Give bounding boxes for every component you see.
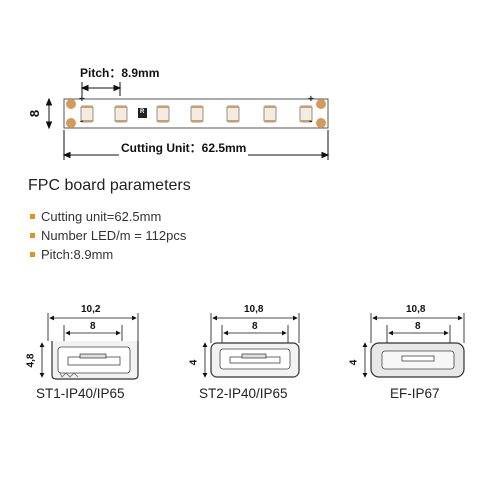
cutting-unit-label: Cutting Unit：62.5mm [119, 139, 249, 156]
led-chip [190, 105, 204, 123]
bullet-icon [30, 233, 35, 238]
profile1-outer-label: 10,2 [81, 304, 101, 315]
profile-st1 [39, 313, 139, 380]
minus-sign-right: - [309, 116, 313, 127]
pitch-dimension [80, 82, 122, 96]
width-dimension [45, 97, 53, 130]
led-chip [156, 105, 170, 123]
profile3-inner-label: 8 [415, 321, 421, 332]
resistor [138, 108, 147, 118]
profile2-inner-label: 8 [252, 321, 258, 332]
plus-sign: + [79, 94, 85, 105]
param-item: Number LED/m = 112pcs [30, 228, 186, 243]
bullet-icon [30, 214, 35, 219]
pitch-label: Pitch：8.9mm [80, 66, 160, 80]
param-text: Cutting unit=62.5mm [41, 209, 162, 224]
minus-sign: - [80, 116, 84, 127]
profile2-height-label: 4 [188, 359, 200, 366]
width-label: 8 [27, 109, 43, 118]
profile-diagrams [39, 313, 465, 380]
param-item: Cutting unit=62.5mm [30, 209, 161, 224]
profile3-height-label: 4 [348, 359, 360, 366]
led-strip-diagram [45, 82, 330, 160]
led-chip [114, 105, 128, 123]
profile1-inner-label: 8 [90, 321, 96, 332]
profile2-outer-label: 10,8 [244, 304, 264, 315]
resistor-label: R [140, 109, 145, 115]
profile-st2 [202, 313, 300, 378]
solder-pads [66, 99, 326, 128]
param-text: Pitch:8.9mm [41, 247, 114, 262]
profile3-caption: EF-IP67 [390, 386, 440, 401]
profile2-caption: ST2-IP40/IP65 [199, 386, 288, 401]
profile1-caption: ST1-IP40/IP65 [36, 386, 125, 401]
plus-sign-right: + [308, 94, 314, 105]
profile3-outer-label: 10,8 [406, 304, 426, 315]
led-chip [263, 105, 277, 123]
profile-ef [362, 313, 465, 378]
profile1-height-label: 4,8 [25, 353, 37, 368]
bullet-icon [30, 252, 35, 257]
param-text: Number LED/m = 112pcs [41, 228, 187, 243]
param-item: Pitch:8.9mm [30, 247, 113, 262]
led-chip [226, 105, 240, 123]
fpc-title: FPC board parameters [28, 177, 191, 194]
